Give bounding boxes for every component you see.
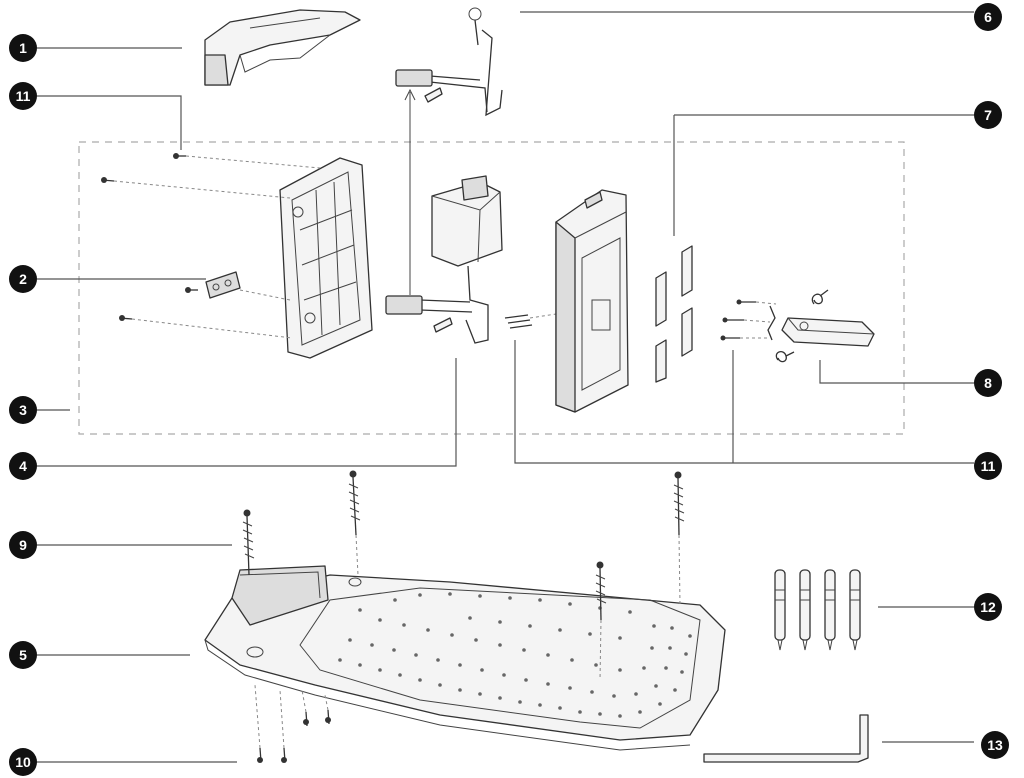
assembly-boundary — [78, 141, 905, 435]
housing-part — [555, 189, 629, 413]
svg-text:6: 6 — [984, 9, 992, 25]
callout-6: 6 — [974, 3, 1002, 31]
brackets-part — [655, 245, 693, 383]
leader-lines — [37, 11, 974, 763]
base-plate-part — [204, 565, 726, 751]
callout-11-right: 11 — [974, 452, 1002, 480]
top-cover-part — [204, 9, 361, 86]
callout-7: 7 — [974, 101, 1002, 129]
callout-1: 1 — [9, 34, 37, 62]
svg-text:9: 9 — [19, 537, 27, 553]
svg-text:3: 3 — [19, 402, 27, 418]
callout-13: 13 — [981, 731, 1009, 759]
left-screws — [101, 153, 321, 339]
svg-text:4: 4 — [19, 458, 27, 474]
svg-text:8: 8 — [984, 375, 992, 391]
svg-text:2: 2 — [19, 271, 27, 287]
back-plate-part — [205, 157, 373, 359]
control-box-part — [385, 175, 503, 344]
pegs-part — [774, 569, 861, 651]
assembly-arrow — [404, 88, 416, 295]
svg-text:12: 12 — [980, 599, 996, 615]
callout-5: 5 — [9, 641, 37, 669]
svg-text:11: 11 — [16, 88, 31, 104]
middle-pins — [504, 313, 557, 329]
callout-3: 3 — [9, 396, 37, 424]
sensor-part — [720, 289, 875, 363]
svg-text:13: 13 — [987, 737, 1003, 753]
wiring-harness-top — [395, 7, 503, 117]
callout-11-left: 11 — [9, 82, 37, 110]
hex-key-part — [703, 714, 869, 763]
ground-stakes — [242, 470, 685, 681]
svg-text:11: 11 — [981, 458, 996, 474]
svg-text:1: 1 — [19, 40, 27, 56]
base-screws — [254, 684, 331, 763]
callout-4: 4 — [9, 452, 37, 480]
svg-text:5: 5 — [19, 647, 27, 663]
callout-2: 2 — [9, 265, 37, 293]
svg-text:7: 7 — [984, 107, 992, 123]
callout-12: 12 — [974, 593, 1002, 621]
svg-text:10: 10 — [15, 754, 31, 770]
callout-10: 10 — [9, 748, 37, 776]
callout-8: 8 — [974, 369, 1002, 397]
callout-9: 9 — [9, 531, 37, 559]
base-texture — [338, 592, 692, 718]
